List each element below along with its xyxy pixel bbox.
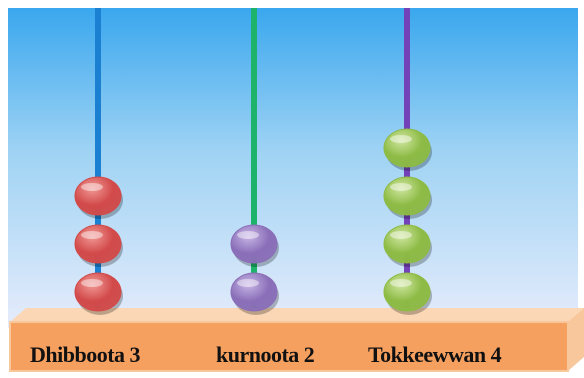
rod-hundreds-bead bbox=[383, 128, 431, 168]
rod-hundreds-bead-shine bbox=[390, 279, 412, 287]
rod-tens-bead bbox=[230, 272, 278, 312]
rod-tens-bead-shine bbox=[237, 231, 259, 239]
rod-units-bead-shine bbox=[81, 279, 103, 287]
rod-tens-bead-shine bbox=[237, 279, 259, 287]
beads-layer bbox=[74, 128, 432, 315]
rod-hundreds-bead bbox=[383, 176, 431, 216]
rod-hundreds-bead bbox=[383, 272, 431, 312]
base-top-face bbox=[10, 308, 584, 322]
abacus-base bbox=[9, 308, 584, 372]
rod-units-bead bbox=[74, 224, 122, 264]
rod-hundreds-bead-shine bbox=[390, 135, 412, 143]
rod-hundreds-bead-shine bbox=[390, 231, 412, 239]
rod-units-bead bbox=[74, 272, 122, 312]
rod-tens-bead bbox=[230, 224, 278, 264]
base-right-face bbox=[568, 308, 584, 371]
rod-units-label: Dhibboota 3 bbox=[30, 342, 141, 367]
base-front-face bbox=[9, 321, 569, 372]
rod-hundreds-bead-shine bbox=[390, 183, 412, 191]
rod-units-bead bbox=[74, 176, 122, 216]
rod-tens-label: kurnoota 2 bbox=[216, 342, 315, 367]
rod-units-bead-shine bbox=[81, 183, 103, 191]
rod-tens bbox=[251, 8, 257, 322]
rod-hundreds-label: Tokkeewwan 4 bbox=[368, 342, 502, 367]
rod-units bbox=[95, 8, 101, 322]
rod-units-bead-shine bbox=[81, 231, 103, 239]
rod-hundreds-bead bbox=[383, 224, 431, 264]
